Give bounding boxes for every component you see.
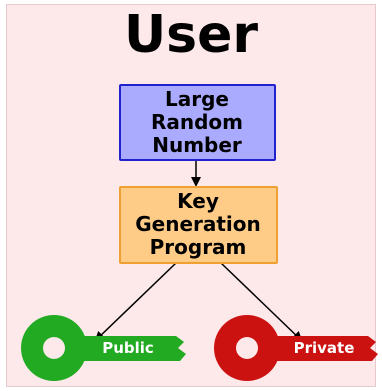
node-keygen-line-1: Key bbox=[177, 189, 219, 213]
edge-keygen-to-public bbox=[94, 262, 177, 342]
node-keygen: Key Generation Program bbox=[119, 186, 278, 264]
private-key-icon: Private bbox=[214, 315, 378, 381]
public-key-icon: Public bbox=[21, 315, 186, 381]
node-random-number-line-3: Number bbox=[152, 133, 242, 157]
node-random-number-line-1: Large bbox=[165, 87, 229, 111]
node-random-number-line-2: Random bbox=[151, 110, 243, 134]
node-random-number: Large Random Number bbox=[119, 84, 276, 161]
node-keygen-box bbox=[119, 186, 278, 264]
node-random-number-box bbox=[119, 84, 276, 161]
public-key-label: Public bbox=[102, 339, 154, 357]
node-keygen-line-3: Program bbox=[150, 235, 247, 259]
node-keygen-line-2: Generation bbox=[135, 212, 261, 236]
private-key-label: Private bbox=[294, 339, 355, 357]
edge-keygen-to-private bbox=[220, 262, 303, 342]
diagram-title: User bbox=[124, 5, 258, 65]
